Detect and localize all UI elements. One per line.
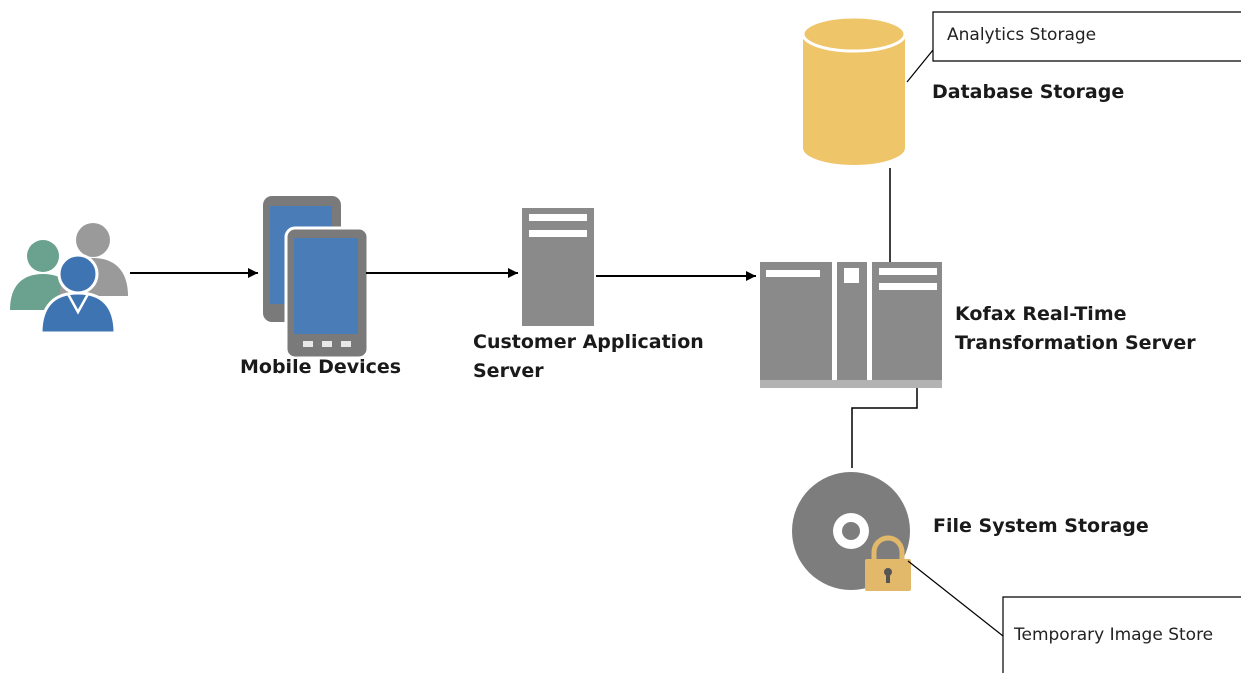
file-system-storage-label: File System Storage bbox=[933, 515, 1149, 537]
database-cylinder-icon bbox=[801, 15, 907, 165]
database-storage-label: Database Storage bbox=[932, 81, 1125, 103]
kofax-server-label-line1: Kofax Real-Time bbox=[955, 303, 1127, 325]
disc-lock-icon bbox=[792, 472, 911, 591]
kofax-server-label: Kofax Real-Time Transformation Server bbox=[955, 300, 1196, 358]
customer-app-server-label-line1: Customer Application bbox=[473, 331, 704, 353]
kofax-server-label-line2: Transformation Server bbox=[955, 332, 1196, 354]
temp-image-callout-frame bbox=[907, 560, 1241, 673]
mobile-devices-label: Mobile Devices bbox=[240, 356, 402, 378]
server-tower-icon bbox=[522, 208, 594, 326]
users-group-icon bbox=[10, 223, 128, 335]
customer-app-server-label-line2: Server bbox=[473, 360, 544, 382]
server-rack-icon bbox=[760, 262, 942, 388]
mobile-devices-icon bbox=[263, 196, 370, 360]
analytics-callout-frame bbox=[906, 11, 1241, 83]
connector-kofax-to-filesystem bbox=[851, 388, 918, 468]
temporary-image-store-callout: Temporary Image Store bbox=[1014, 625, 1214, 645]
customer-app-server-label: Customer Application Server bbox=[473, 328, 704, 386]
analytics-storage-callout: Analytics Storage bbox=[947, 25, 1097, 45]
